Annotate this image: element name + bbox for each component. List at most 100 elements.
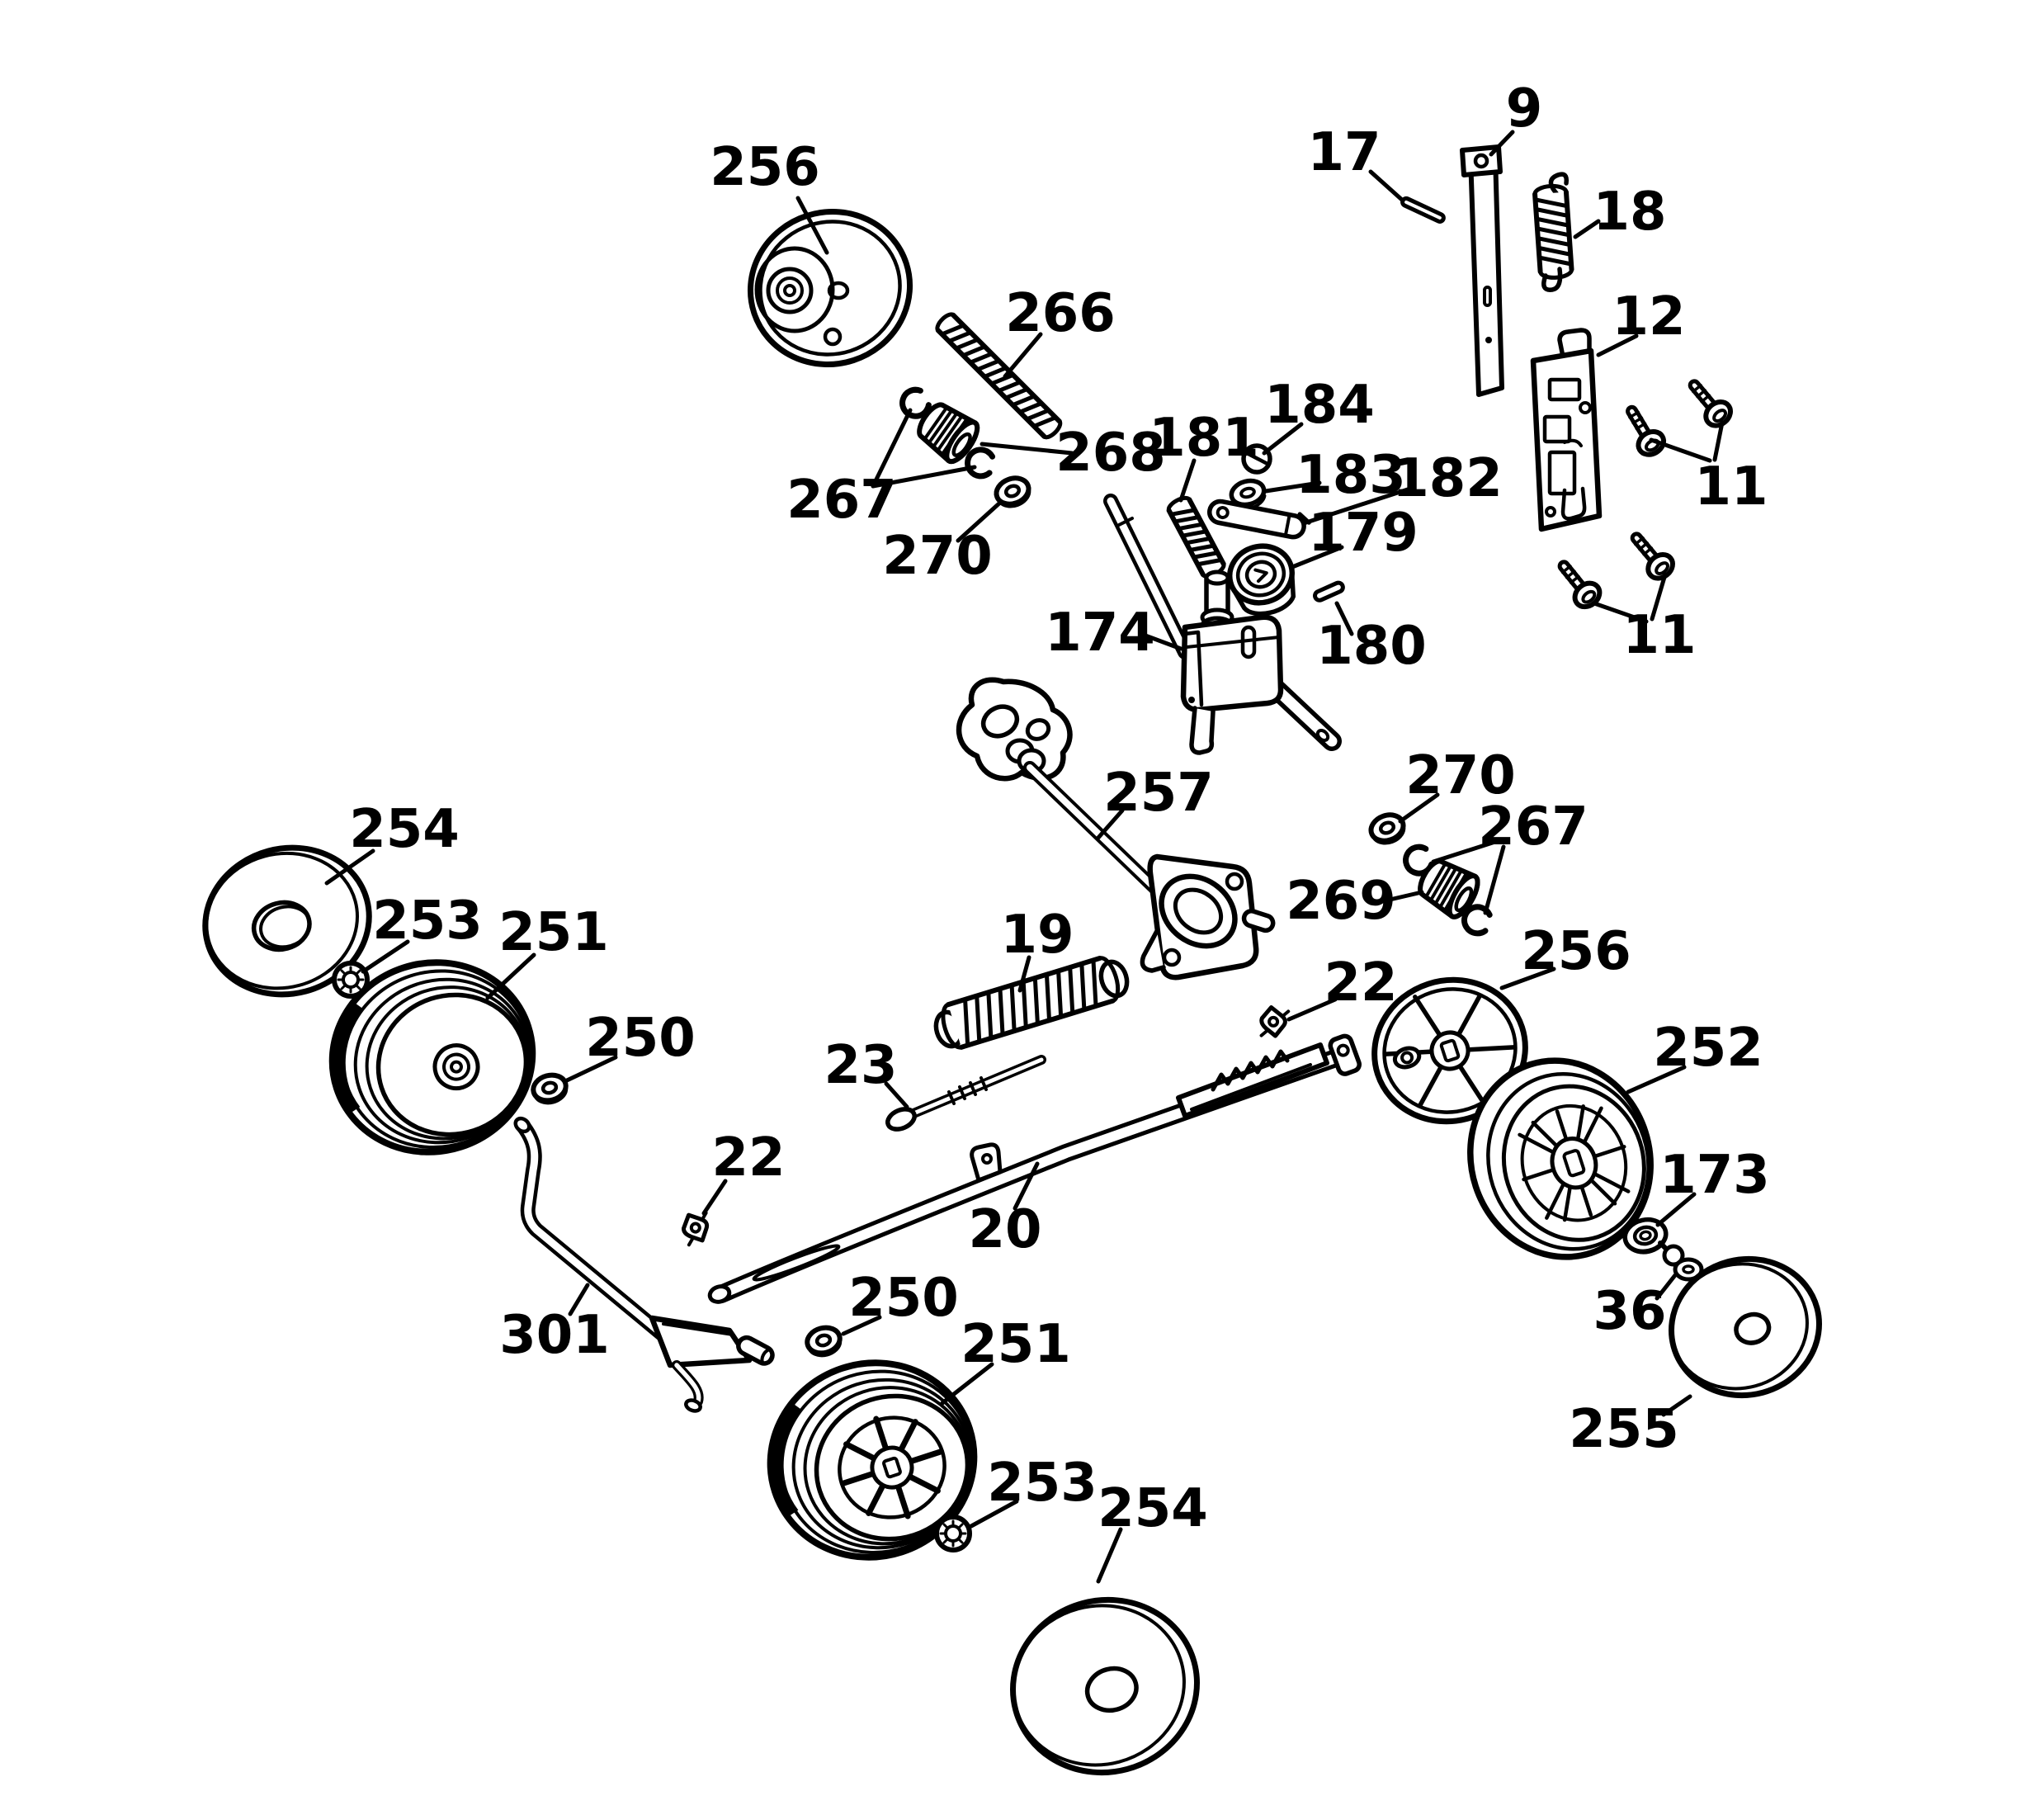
clip-22-left [681,1211,713,1245]
part-label-174: 174 [1045,603,1155,664]
leader-line-267-left [871,465,977,489]
gearbox-input-shaft [1103,494,1192,659]
part-label-19: 19 [1000,905,1074,966]
leader-line-11-upper [1712,420,1725,462]
extension-spring-19 [933,956,1130,1050]
screw-11-d [1624,527,1678,584]
part-label-179: 179 [1308,503,1419,564]
leader-line-11-lower [1650,572,1668,621]
leader-line-267-right [1483,844,1506,915]
cable-rod-23 [885,1055,1046,1132]
part-label-267-right: 267 [1478,796,1588,858]
leader-line-255 [1661,1394,1692,1417]
gearbox-174 [1180,569,1342,755]
part-label-251-left: 251 [498,902,609,963]
leader-line-250-bottom [841,1315,882,1336]
clip-267-b [965,447,994,477]
shift-lever-257 [956,677,1276,981]
leader-line-180 [1334,601,1354,636]
leader-line-179 [1290,545,1344,569]
leader-line-254-bottom [1096,1527,1123,1584]
leader-line-252 [1626,1065,1687,1094]
leader-line-254-left [324,848,375,886]
screw-11-a [1618,401,1668,459]
leader-line-181 [1178,458,1197,503]
leader-line-269 [1373,890,1424,905]
leader-line-11-upper [1649,437,1712,463]
clip-22-right [1260,1007,1288,1038]
leader-line-36 [1655,1273,1678,1301]
screw-36 [1658,1241,1704,1282]
leader-line-22-left [701,1179,728,1216]
locknut-253-bottom [937,1517,970,1550]
leader-line-184 [1262,422,1304,456]
part-label-269: 269 [1286,871,1396,932]
leader-line-19 [1017,955,1031,993]
part-label-12: 12 [1612,286,1685,347]
leader-line-266 [1003,332,1043,379]
bent-rod-301 [513,1116,775,1413]
part-label-250-bottom: 250 [848,1268,959,1329]
wheel-cover-256-top-left [747,209,913,367]
leader-line-270-right [1398,792,1440,824]
height-adjuster-bar-9 [1460,144,1504,397]
leader-line-17 [1368,169,1405,203]
part-label-23: 23 [824,1035,897,1096]
leader-line-9 [1489,130,1515,157]
leader-line-11-lower [1592,601,1649,624]
torsion-spring-181 [1166,495,1226,579]
part-label-22-right: 22 [1324,952,1397,1014]
part-label-252: 252 [1653,1018,1763,1079]
part-label-22-left: 22 [711,1127,785,1189]
leader-line-250-left [564,1055,618,1083]
leader-line-22-right [1286,997,1338,1022]
leader-line-173 [1655,1192,1697,1227]
leader-line-267-left [871,408,913,489]
pulley-179 [1227,543,1296,617]
flanged-nut-173 [1622,1217,1669,1255]
hub-cap-254-bottom [1010,1596,1200,1776]
leader-line-268 [980,442,1074,456]
part-label-9: 9 [1506,78,1543,139]
washer-250-left [531,1071,569,1107]
wheel-252-right [1467,1057,1654,1260]
wheel-251-left [328,959,536,1155]
part-label-182: 182 [1392,448,1503,509]
part-label-18: 18 [1593,182,1666,243]
part-label-20: 20 [968,1199,1041,1260]
part-label-181: 181 [1149,408,1259,469]
leader-line-267-right [1431,838,1503,864]
leader-line-301 [568,1283,590,1316]
pulley-wheel-256-right [1371,976,1528,1125]
pin-180 [1313,580,1345,603]
leader-line-253-left [361,939,410,974]
leader-line-251-bottom [940,1362,994,1406]
part-label-267-left: 267 [786,470,897,531]
part-label-254-bottom: 254 [1098,1478,1208,1539]
part-label-180: 180 [1316,616,1427,677]
part-label-173: 173 [1659,1145,1770,1206]
part-label-17: 17 [1307,122,1381,183]
leader-line-251-left [485,952,536,1000]
leader-line-253-bottom [969,1499,1019,1529]
hub-cap-255 [1669,1255,1822,1399]
leader-line-18 [1573,219,1601,239]
part-label-253-bottom: 253 [987,1453,1098,1514]
screw-11-b [1682,374,1735,431]
leader-line-182 [1301,486,1413,526]
part-label-253-left: 253 [372,891,483,952]
part-label-301: 301 [499,1305,610,1366]
part-label-257: 257 [1103,763,1214,824]
part-label-11-lower: 11 [1622,605,1696,666]
leader-line-23 [884,1081,909,1109]
leader-line-20 [1013,1161,1040,1211]
part-label-36: 36 [1593,1281,1666,1342]
part-label-250-left: 250 [585,1008,696,1069]
leader-line-257 [1095,808,1125,841]
part-label-11-upper: 11 [1694,456,1768,517]
leader-line-12 [1596,333,1639,357]
washer-250-bottom [805,1324,843,1359]
part-label-184: 184 [1264,375,1375,436]
